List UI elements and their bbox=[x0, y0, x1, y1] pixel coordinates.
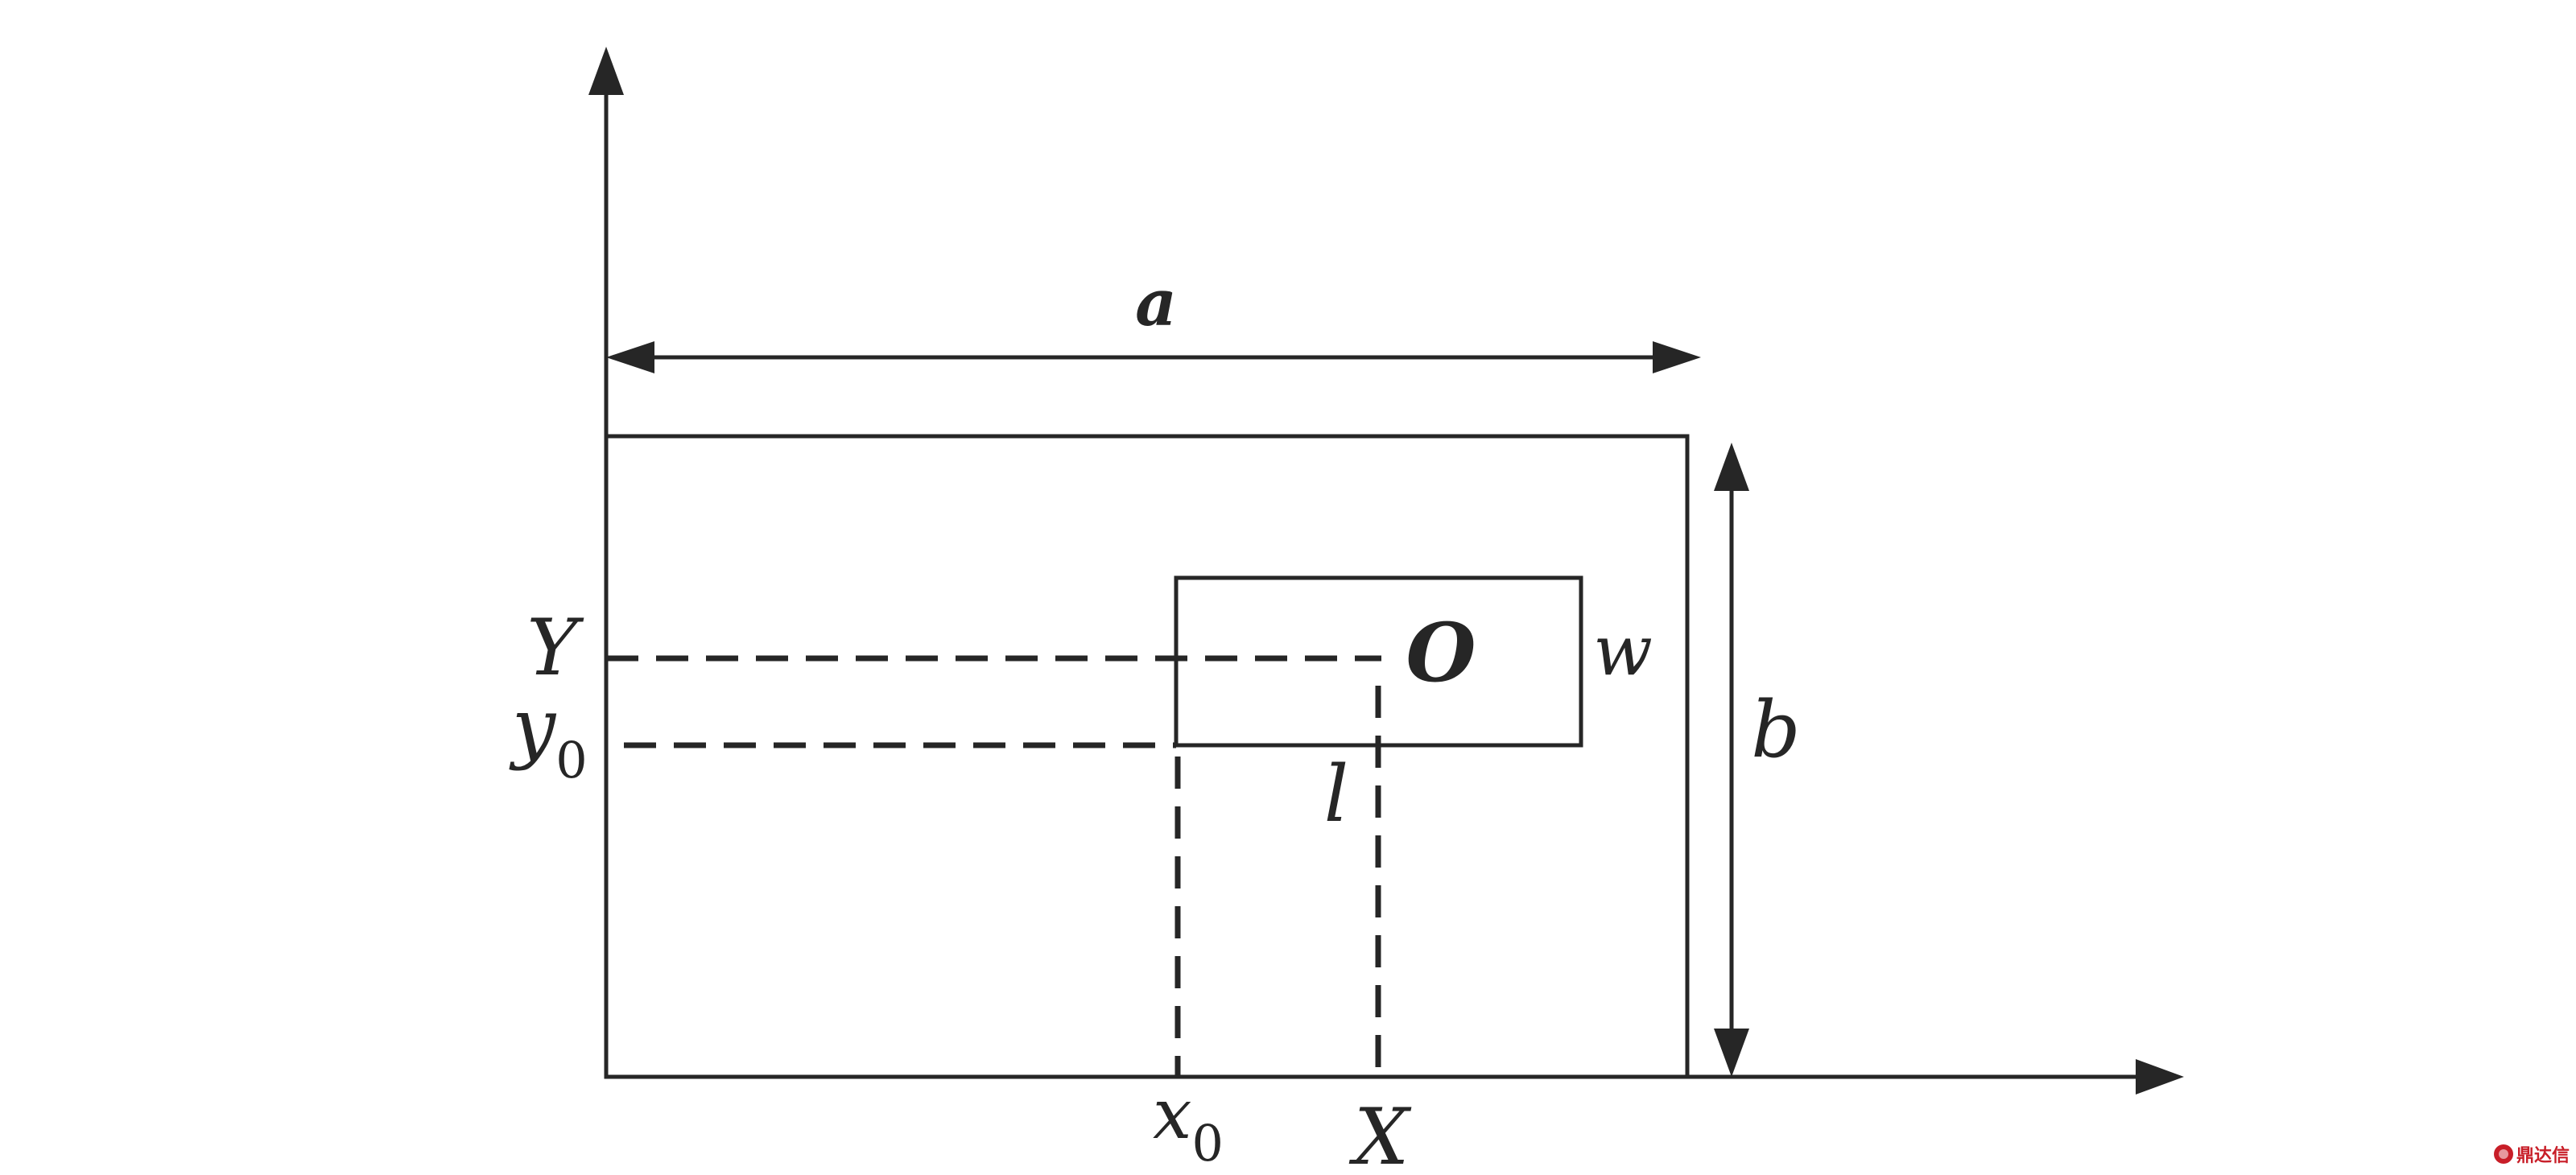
label-y0: y0 bbox=[509, 682, 588, 790]
label-x0: x0 bbox=[1153, 1074, 1224, 1173]
label-a: a bbox=[1135, 265, 1177, 340]
inner-rectangle bbox=[1174, 575, 1583, 748]
label-x0-base: x bbox=[1153, 1074, 1192, 1155]
label-x0-subscript: 0 bbox=[1192, 1114, 1224, 1173]
dimension-arrow-a bbox=[606, 341, 1701, 373]
x-axis-arrowhead bbox=[2136, 1059, 2184, 1095]
label-b: b bbox=[1751, 685, 1800, 775]
label-l: l bbox=[1324, 749, 1349, 839]
watermark-text: 鼎达信 bbox=[2516, 1146, 2570, 1166]
label-y0-base: y bbox=[509, 682, 557, 772]
outer-rectangle bbox=[604, 434, 1690, 1079]
dimension-arrow-b bbox=[1714, 443, 1749, 1077]
label-Y: Y bbox=[526, 603, 584, 693]
label-y0-subscript: 0 bbox=[555, 731, 587, 790]
label-O: O bbox=[1406, 605, 1476, 700]
seal-icon bbox=[2493, 1144, 2513, 1164]
watermark: 鼎达信 bbox=[2493, 1141, 2570, 1167]
y-axis-arrowhead bbox=[588, 47, 624, 95]
label-X: X bbox=[1348, 1092, 1412, 1175]
label-w: w bbox=[1593, 611, 1653, 691]
